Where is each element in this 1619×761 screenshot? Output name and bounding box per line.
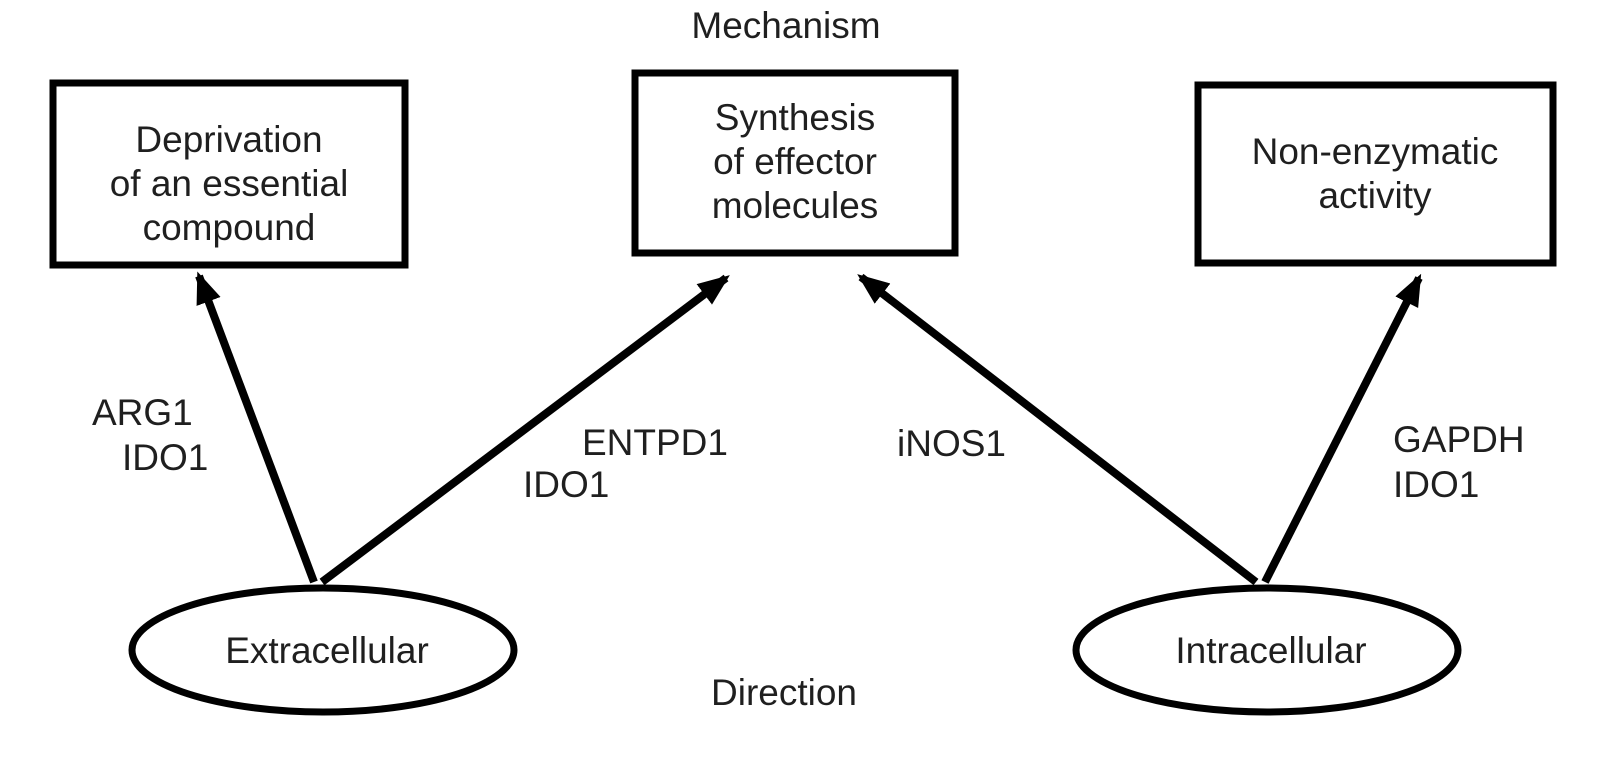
- edge-intracellular-to-synthesis-arrow: [857, 273, 1259, 586]
- edge-extracellular-to-synthesis-arrow: [319, 274, 730, 586]
- mechanism-node-deprivation: Deprivation of an essential compound: [49, 79, 409, 269]
- edge-gene-label: iNOS1: [897, 423, 1006, 464]
- deprivation-box: [49, 79, 409, 269]
- deprivation-label-line-3: compound: [143, 207, 316, 248]
- deprivation-label-line-1: Deprivation: [135, 119, 322, 160]
- direction-section-label: Direction: [711, 672, 857, 713]
- non-enzymatic-label-line-1: Non-enzymatic: [1252, 131, 1499, 172]
- edge-intracellular-to-non-enzymatic: GAPDH IDO1: [1261, 273, 1525, 584]
- edge-gene-label: ARG1: [92, 392, 193, 433]
- synthesis-label-line-3: molecules: [712, 185, 879, 226]
- direction-node-extracellular: Extracellular: [128, 584, 518, 716]
- synthesis-label-line-2: of effector: [713, 141, 877, 182]
- edge-gene-label: IDO1: [1393, 464, 1479, 505]
- edge-gene-label: ENTPD1: [582, 422, 728, 463]
- extracellular-ellipse: [128, 584, 518, 716]
- edge-extracellular-to-synthesis: ENTPD1 IDO1: [319, 274, 730, 586]
- extracellular-label: Extracellular: [225, 630, 429, 671]
- edge-intracellular-to-non-enzymatic-arrow: [1261, 273, 1423, 584]
- edge-extracellular-to-deprivation-arrow: [195, 271, 318, 584]
- intracellular-label: Intracellular: [1175, 630, 1366, 671]
- edge-gene-label: IDO1: [523, 464, 609, 505]
- direction-node-intracellular: Intracellular: [1072, 584, 1462, 716]
- intracellular-ellipse: [1072, 584, 1462, 716]
- edge-extracellular-to-deprivation: ARG1 IDO1: [92, 271, 318, 584]
- non-enzymatic-label-line-2: activity: [1318, 175, 1432, 216]
- non-enzymatic-box: [1194, 81, 1557, 267]
- edge-gene-label: IDO1: [122, 437, 208, 478]
- mechanism-node-non-enzymatic: Non-enzymatic activity: [1194, 81, 1557, 267]
- deprivation-label-line-2: of an essential: [110, 163, 349, 204]
- mechanism-section-label: Mechanism: [691, 5, 880, 46]
- synthesis-box: [631, 69, 959, 257]
- mechanism-node-synthesis: Synthesis of effector molecules: [631, 69, 959, 257]
- edge-gene-label: GAPDH: [1393, 419, 1525, 460]
- synthesis-label-line-1: Synthesis: [715, 97, 875, 138]
- edge-intracellular-to-synthesis: iNOS1: [857, 273, 1259, 586]
